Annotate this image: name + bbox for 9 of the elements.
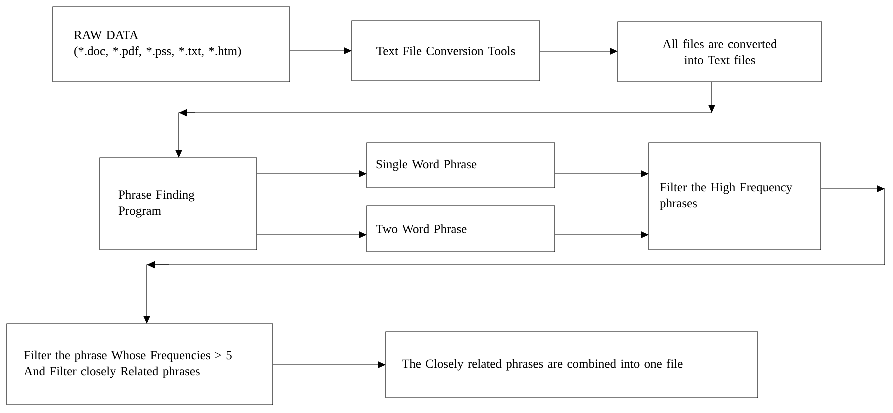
- process-box: Filter the phrase Whose Frequencies > 5 And Filter closely Related phrases: [6, 324, 274, 406]
- process-box: The Closely related phrases are combined into one file: [386, 332, 758, 398]
- process-box: All files are converted into Text files: [618, 22, 822, 82]
- process-box: Filter the High Frequency phrases: [648, 142, 822, 250]
- process-box: Text File Conversion Tools: [352, 20, 540, 82]
- process-box: Single Word Phrase: [366, 142, 556, 188]
- process-box: Phrase Finding Program: [100, 158, 258, 250]
- process-box: RAW DATA (*.doc, *.pdf, *.pss, *.txt, *.htm): [52, 6, 290, 82]
- process-box: Two Word Phrase: [366, 206, 556, 252]
